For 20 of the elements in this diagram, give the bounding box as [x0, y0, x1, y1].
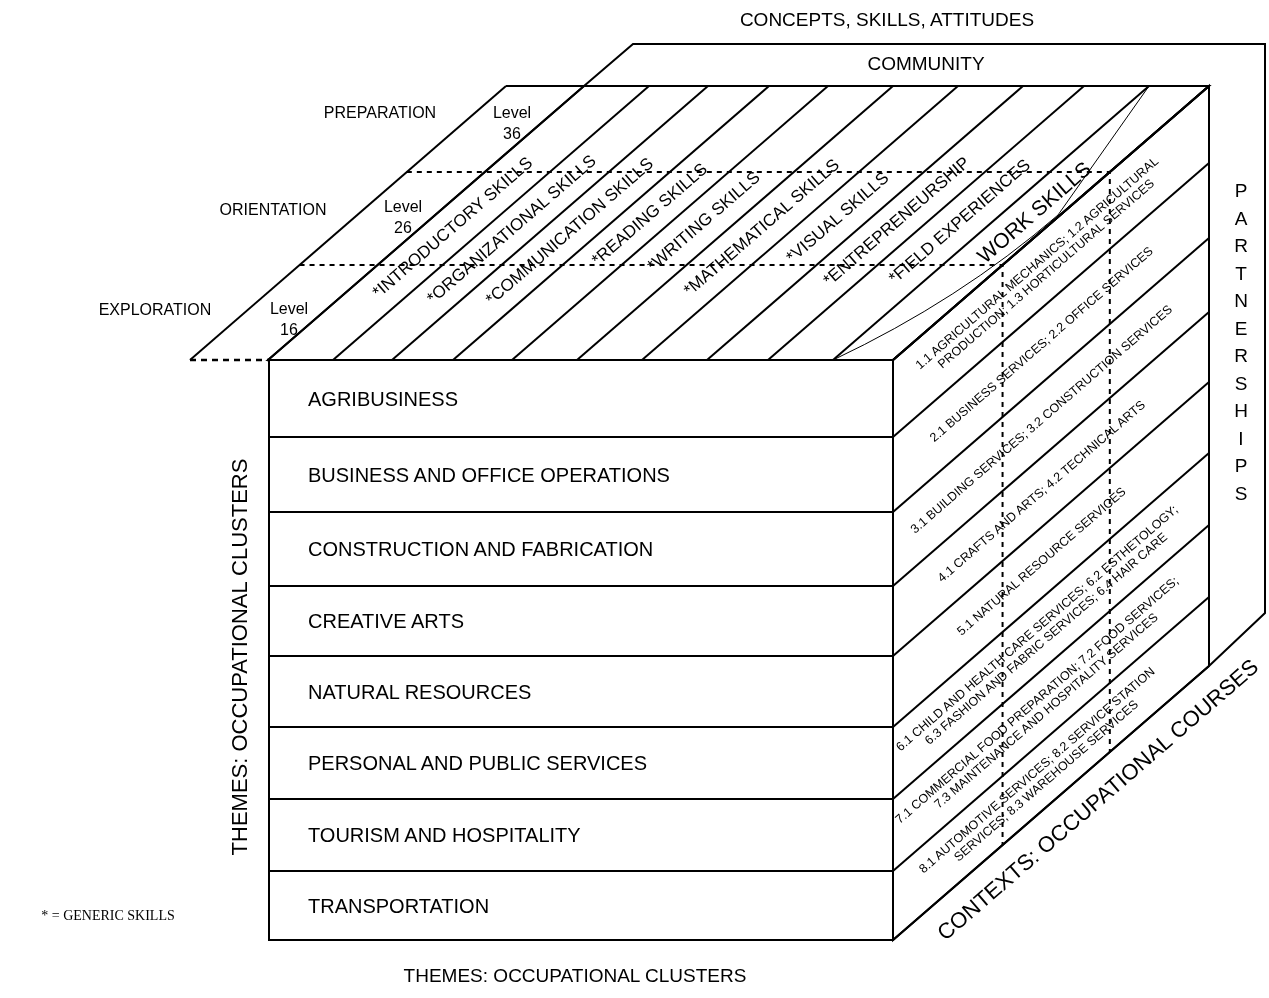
- cluster-label: TRANSPORTATION: [308, 894, 490, 917]
- axis-title: THEMES: OCCUPATIONAL CLUSTERS: [403, 965, 747, 987]
- cluster-label: BUSINESS AND OFFICE OPERATIONS: [308, 463, 670, 486]
- cluster-label: PERSONAL AND PUBLIC SERVICES: [308, 751, 647, 775]
- cluster-label: NATURAL RESOURCES: [308, 680, 532, 703]
- level-number: Level 16: [268, 299, 310, 340]
- cluster-row: [268, 870, 894, 941]
- axis-title: THEMES: OCCUPATIONAL CLUSTERS: [227, 458, 253, 856]
- cluster-label: TOURISM AND HOSPITALITY: [308, 823, 581, 847]
- heading: CONCEPTS, SKILLS, ATTITUDES: [739, 9, 1035, 31]
- cluster-label: AGRIBUSINESS: [308, 387, 459, 410]
- level-name: EXPLORATION: [98, 301, 212, 319]
- footnote: * = GENERIC SKILLS: [41, 908, 175, 924]
- level-name: PREPARATION: [323, 104, 437, 122]
- band-label: COMMUNITY: [867, 53, 985, 75]
- level-number: Level 36: [491, 103, 533, 144]
- level-name: ORIENTATION: [219, 201, 327, 219]
- band-label: PARTNERSHIPS: [1233, 178, 1249, 506]
- cluster-label: CONSTRUCTION AND FABRICATION: [308, 537, 654, 561]
- cluster-label: CREATIVE ARTS: [308, 609, 464, 633]
